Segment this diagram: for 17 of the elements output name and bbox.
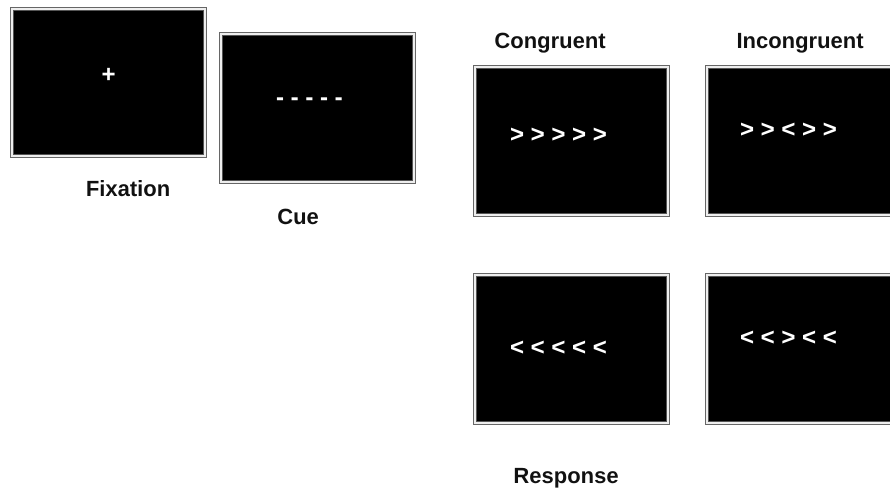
stimulus-symbols: > > < > > — [740, 116, 837, 144]
stimulus-screen — [473, 65, 670, 217]
stimulus-symbols: + — [101, 60, 116, 88]
column-heading: Congruent — [494, 28, 606, 54]
screen-caption: Fixation — [86, 176, 170, 202]
stimulus-screen — [10, 7, 207, 158]
stimulus-screen — [473, 273, 670, 425]
stimulus-screen — [219, 32, 416, 184]
stimulus-screen — [705, 65, 890, 217]
screen-caption: Cue — [277, 204, 319, 230]
stimulus-screen — [705, 273, 890, 425]
stimulus-symbols: < < > < < — [740, 324, 837, 352]
column-heading: Incongruent — [736, 28, 864, 54]
stimulus-symbols: - - - - - — [276, 84, 343, 112]
stimulus-symbols: < < < < < — [510, 334, 607, 362]
stimulus-symbols: > > > > > — [510, 121, 607, 149]
section-caption: Response — [513, 463, 619, 489]
